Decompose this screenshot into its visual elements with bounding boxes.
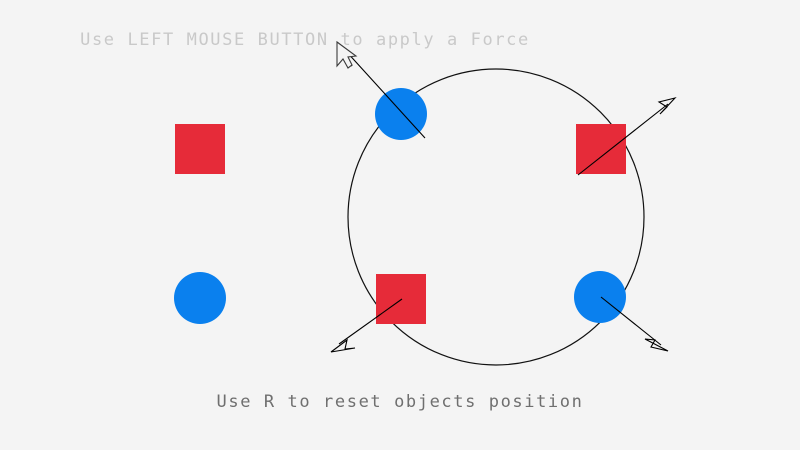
mouse-cursor-icon [336,40,358,69]
arrowhead-down-right-icon [644,338,669,352]
body-circle-bottom-right[interactable] [574,271,626,323]
constraint-circle [347,68,645,366]
arrowhead-down-left-icon [330,338,356,353]
body-square-bottom-center[interactable] [376,274,426,324]
force-vector-square-bottom-center-shaft [338,298,403,345]
force-vectors-group [338,49,669,346]
hint-reset-objects: Use R to reset objects position [216,392,584,412]
arrowhead-up-right-icon [657,97,677,115]
body-circle-top[interactable] [375,88,427,140]
body-circle-bottom-left[interactable] [174,272,226,324]
hint-apply-force: Use LEFT MOUSE BUTTON to apply a Force [80,30,530,50]
body-square-left[interactable] [175,124,225,174]
body-square-top-right[interactable] [576,124,626,174]
force-vector-square-top-right-shaft [577,103,669,176]
force-vector-circle-bottom-right-shaft [600,296,662,346]
force-vector-circle-top-shaft [344,49,426,139]
